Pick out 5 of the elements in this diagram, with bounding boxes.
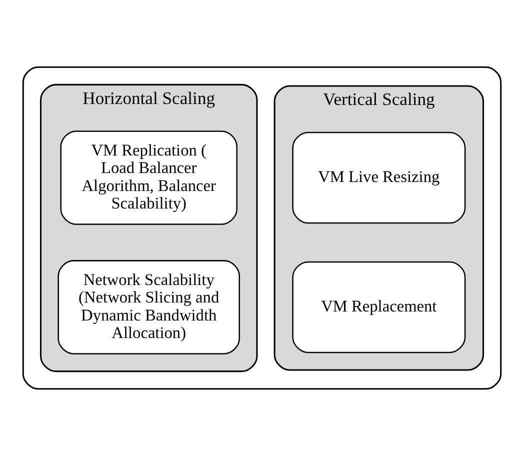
node-box: VM Replacement bbox=[292, 260, 466, 353]
node-box: Network Scalability (Network Slicing and Dynamic Bandwidth Allocation) bbox=[58, 260, 240, 354]
node-box: VM Replication ( Load Balancer Algorithm, Balancer Scalability) bbox=[60, 130, 238, 224]
cluster bbox=[22, 66, 502, 390]
node-box: VM Live Resizing bbox=[292, 131, 466, 224]
